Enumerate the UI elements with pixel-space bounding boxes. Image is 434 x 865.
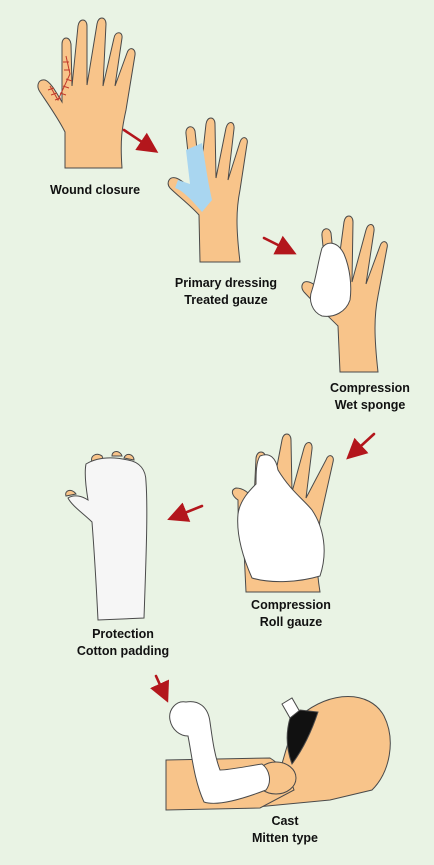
treated-gauze [175,143,212,212]
caption-protection-cotton-padding: Protection Cotton padding [77,626,169,660]
arrow-5 [150,674,170,703]
caption-line: Compression [330,381,410,395]
arrow-2 [262,235,297,255]
caption-line: Roll gauze [259,615,323,629]
caption-wound-closure: Wound closure [50,182,140,199]
suture-marks [47,55,73,102]
caption-line: Treated gauze [184,293,268,307]
hand-wound-closure [37,17,136,169]
caption-line: Protection [92,627,154,641]
caption-compression-roll-gauze: Compression Roll gauze [251,597,331,631]
step-arrows [122,128,376,703]
caption-primary-dressing: Primary dressing Treated gauze [175,275,277,309]
caption-line: Wound closure [49,183,141,197]
caption-line: Cotton padding [76,644,170,658]
caption-line: Compression [251,598,331,612]
arrow-4 [167,502,204,522]
cast-mitten-figure [165,696,391,811]
roll-gauze [237,454,325,583]
arrow-1 [122,128,159,153]
caption-line: Cast [271,814,299,828]
caption-line: Wet sponge [334,398,406,412]
hand-protection-cotton-padding [65,451,148,621]
caption-line: Mitten type [252,831,318,845]
wet-sponge [309,242,352,317]
caption-line: Primary dressing [174,276,278,290]
caption-cast-mitten-type: Cast Mitten type [252,813,318,847]
arrow-3 [346,432,376,460]
caption-compression-wet-sponge: Compression Wet sponge [330,380,410,414]
